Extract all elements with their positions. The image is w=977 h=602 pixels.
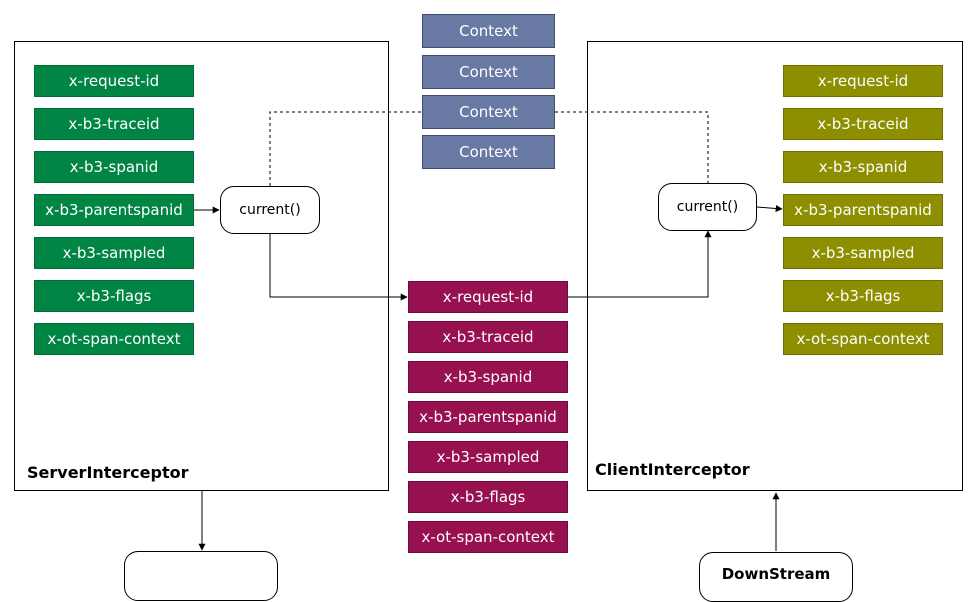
- downstream-node: DownStream: [699, 552, 853, 602]
- server-header-parentspanid: x-b3-parentspanid: [34, 194, 194, 226]
- propagated-header-flags: x-b3-flags: [408, 481, 568, 513]
- client-header-flags: x-b3-flags: [783, 280, 943, 312]
- server-header-flags: x-b3-flags: [34, 280, 194, 312]
- propagated-header-spanid: x-b3-spanid: [408, 361, 568, 393]
- client-header-request-id: x-request-id: [783, 65, 943, 97]
- context-box-3: Context: [422, 95, 555, 129]
- server-header-request-id: x-request-id: [34, 65, 194, 97]
- propagated-header-traceid: x-b3-traceid: [408, 321, 568, 353]
- propagated-to-client-arrow: [568, 230, 712, 298]
- propagated-header-ot-span-context: x-ot-span-context: [408, 521, 568, 553]
- client-context-dashed-link: [555, 111, 709, 186]
- connector-lines: [194, 111, 783, 551]
- client-header-spanid: x-b3-spanid: [783, 151, 943, 183]
- client-header-ot-span-context: x-ot-span-context: [783, 323, 943, 355]
- server-header-ot-span-context: x-ot-span-context: [34, 323, 194, 355]
- context-box-4: Context: [422, 135, 555, 169]
- server-current-node: current(): [220, 186, 320, 234]
- upstream-node: [124, 551, 278, 601]
- context-box-1: Context: [422, 14, 555, 48]
- propagated-header-sampled: x-b3-sampled: [408, 441, 568, 473]
- context-box-2: Context: [422, 55, 555, 89]
- client-interceptor-title: ClientInterceptor: [595, 460, 750, 479]
- server-header-spanid: x-b3-spanid: [34, 151, 194, 183]
- propagated-header-request-id: x-request-id: [408, 281, 568, 313]
- client-current-node: current(): [658, 183, 757, 231]
- server-header-sampled: x-b3-sampled: [34, 237, 194, 269]
- server-to-propagated-arrow: [269, 234, 408, 301]
- client-header-parentspanid: x-b3-parentspanid: [783, 194, 943, 226]
- propagated-header-parentspanid: x-b3-parentspanid: [408, 401, 568, 433]
- client-header-sampled: x-b3-sampled: [783, 237, 943, 269]
- server-interceptor-title: ServerInterceptor: [27, 463, 189, 482]
- client-header-traceid: x-b3-traceid: [783, 108, 943, 140]
- server-header-traceid: x-b3-traceid: [34, 108, 194, 140]
- server-context-dashed-link: [269, 111, 422, 186]
- client-parentspanid-arrow: [756, 205, 783, 212]
